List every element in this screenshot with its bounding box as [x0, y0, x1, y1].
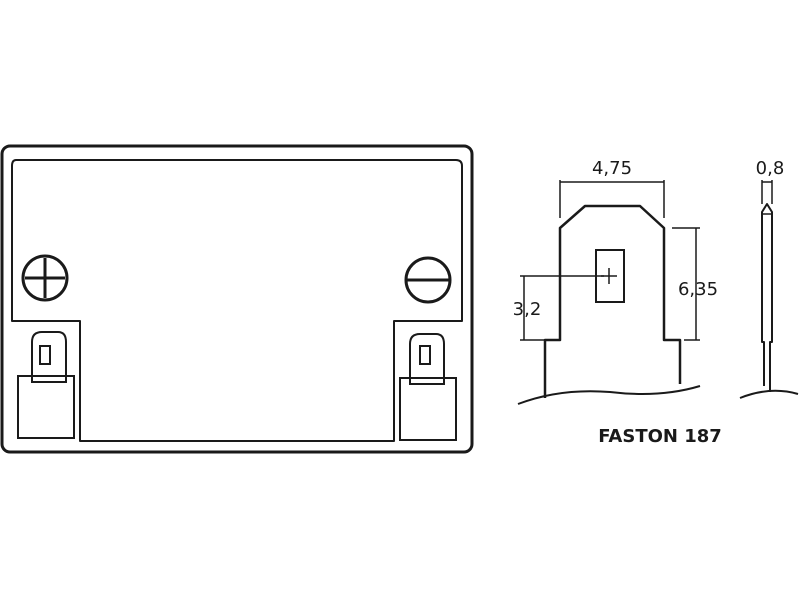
faston-width-label: 4,75	[592, 158, 632, 179]
faston-caption: FASTON 187	[598, 426, 722, 447]
faston-hole-offset-dimension	[520, 275, 604, 341]
battery-top-view	[0, 144, 474, 454]
faston-tab-outline	[543, 204, 682, 398]
faston-height-dimension	[672, 227, 700, 341]
faston-base-break-line	[517, 385, 701, 405]
faston-side-break-line	[739, 389, 799, 399]
faston-hole-offset-label: 3,2	[513, 299, 542, 320]
faston-height-label: 6,35	[678, 279, 718, 300]
plus-symbol-icon	[21, 254, 69, 302]
faston-side-outline	[761, 203, 773, 392]
faston-width-dimension	[559, 180, 665, 218]
faston-thickness-label: 0,8	[756, 158, 785, 179]
battery-outer-casing	[0, 144, 474, 454]
battery-lid-outline	[11, 159, 463, 442]
left-terminal-block	[17, 331, 75, 439]
faston-terminal-side	[739, 180, 799, 399]
minus-symbol-icon	[404, 256, 452, 304]
faston-terminal-front	[517, 204, 701, 405]
right-terminal-block	[399, 333, 457, 441]
